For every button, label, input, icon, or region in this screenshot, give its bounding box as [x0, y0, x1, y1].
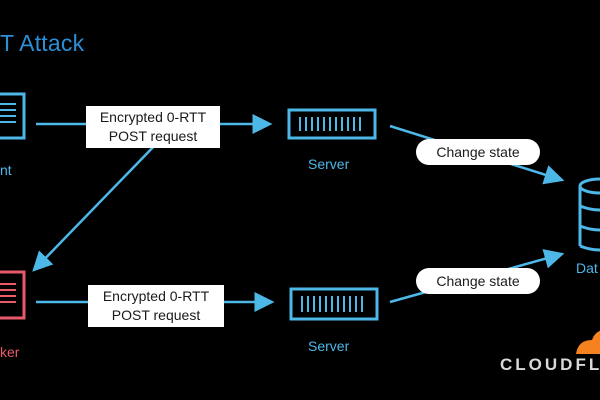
bottom-request-label: Encrypted 0-RTT POST request [88, 285, 224, 327]
diagram-title: T Attack [0, 30, 85, 56]
client-label: nt [0, 162, 12, 178]
database-icon [578, 177, 600, 252]
top-request-line-1: Encrypted 0-RTT [99, 109, 207, 125]
database-label: Dat [576, 260, 598, 276]
top-request-label: Encrypted 0-RTT POST request [86, 106, 220, 148]
change-state-bottom-label: Change state [416, 268, 540, 294]
client-icon [0, 92, 26, 140]
attacker-label: ker [0, 344, 20, 360]
server-top-icon [287, 108, 377, 140]
bottom-request-line-2: POST request [111, 307, 201, 323]
change-state-top-label: Change state [416, 139, 540, 165]
arrow-client-to-attacker [32, 139, 161, 272]
server-bottom-icon [289, 287, 379, 321]
server-top-label: Server [308, 156, 350, 172]
top-request-line-2: POST request [108, 128, 198, 144]
bottom-request-line-1: Encrypted 0-RTT [102, 288, 210, 304]
cloudflare-cloud-icon [576, 330, 600, 354]
attacker-icon [0, 270, 26, 320]
cloudflare-wordmark: CLOUDFL [500, 355, 600, 374]
server-bottom-label: Server [308, 338, 350, 354]
